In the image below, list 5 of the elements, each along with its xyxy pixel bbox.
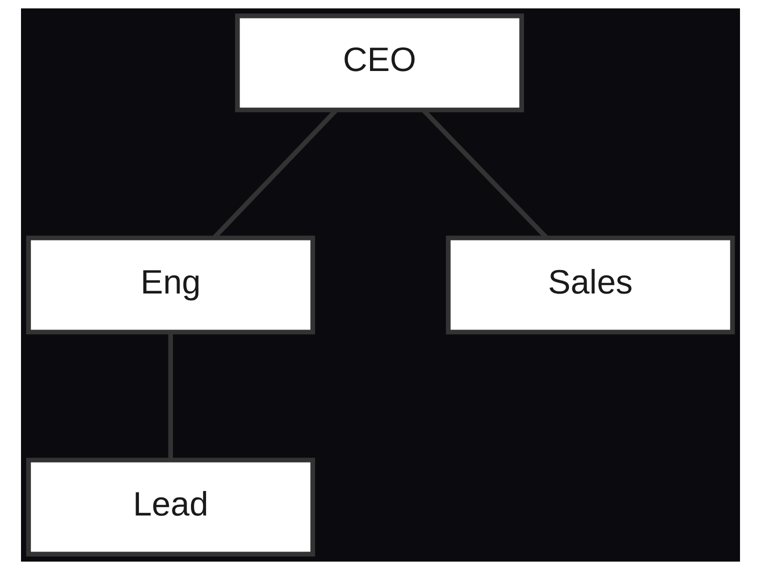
connector (168, 332, 172, 460)
node-box: Eng (26, 236, 315, 334)
node-box: Sales (445, 236, 734, 334)
node-box: CEO (234, 14, 524, 112)
node-box: Lead (26, 458, 315, 556)
